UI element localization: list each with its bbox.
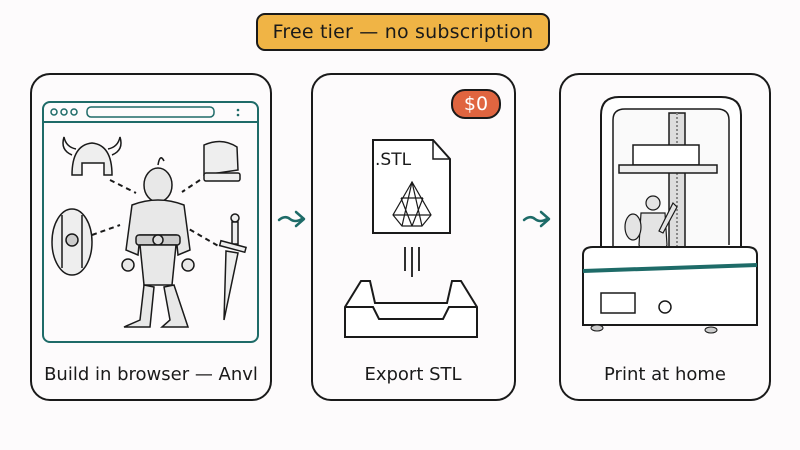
- printer-screen-icon: [600, 292, 636, 314]
- printer-knob-icon: [658, 300, 672, 314]
- step-build-in-browser: Build in browser — Anvl: [30, 73, 272, 401]
- panel-caption: Export STL: [364, 364, 461, 385]
- orc-character-icon: [121, 157, 195, 328]
- file-extension-label: .STL: [375, 150, 412, 170]
- panel-caption: Build in browser — Anvl: [44, 364, 258, 385]
- helmet-icon: [62, 136, 122, 176]
- resin-printer-illustration: Print at home: [582, 96, 758, 385]
- step-export-stl: $0 .STL Export STL: [311, 73, 516, 401]
- shield-icon: [51, 208, 93, 276]
- banner-label: Free tier — no subscription: [272, 21, 534, 43]
- panel-caption: Print at home: [604, 364, 726, 385]
- price-badge: $0: [451, 89, 501, 119]
- arrow-right-icon: [522, 210, 551, 228]
- free-tier-banner: Free tier — no subscription: [256, 13, 550, 51]
- stl-export-illustration: .STL Export STL: [344, 139, 478, 385]
- shoulder-armor-icon: [203, 140, 241, 182]
- step-print-at-home: Print at home: [559, 73, 771, 401]
- tray-icon: [344, 280, 478, 338]
- sword-icon: [218, 213, 247, 321]
- arrow-right-icon: [277, 210, 306, 228]
- mesh-icon: [392, 180, 432, 227]
- browser-builder-illustration: Build in browser — Anvl: [42, 101, 259, 385]
